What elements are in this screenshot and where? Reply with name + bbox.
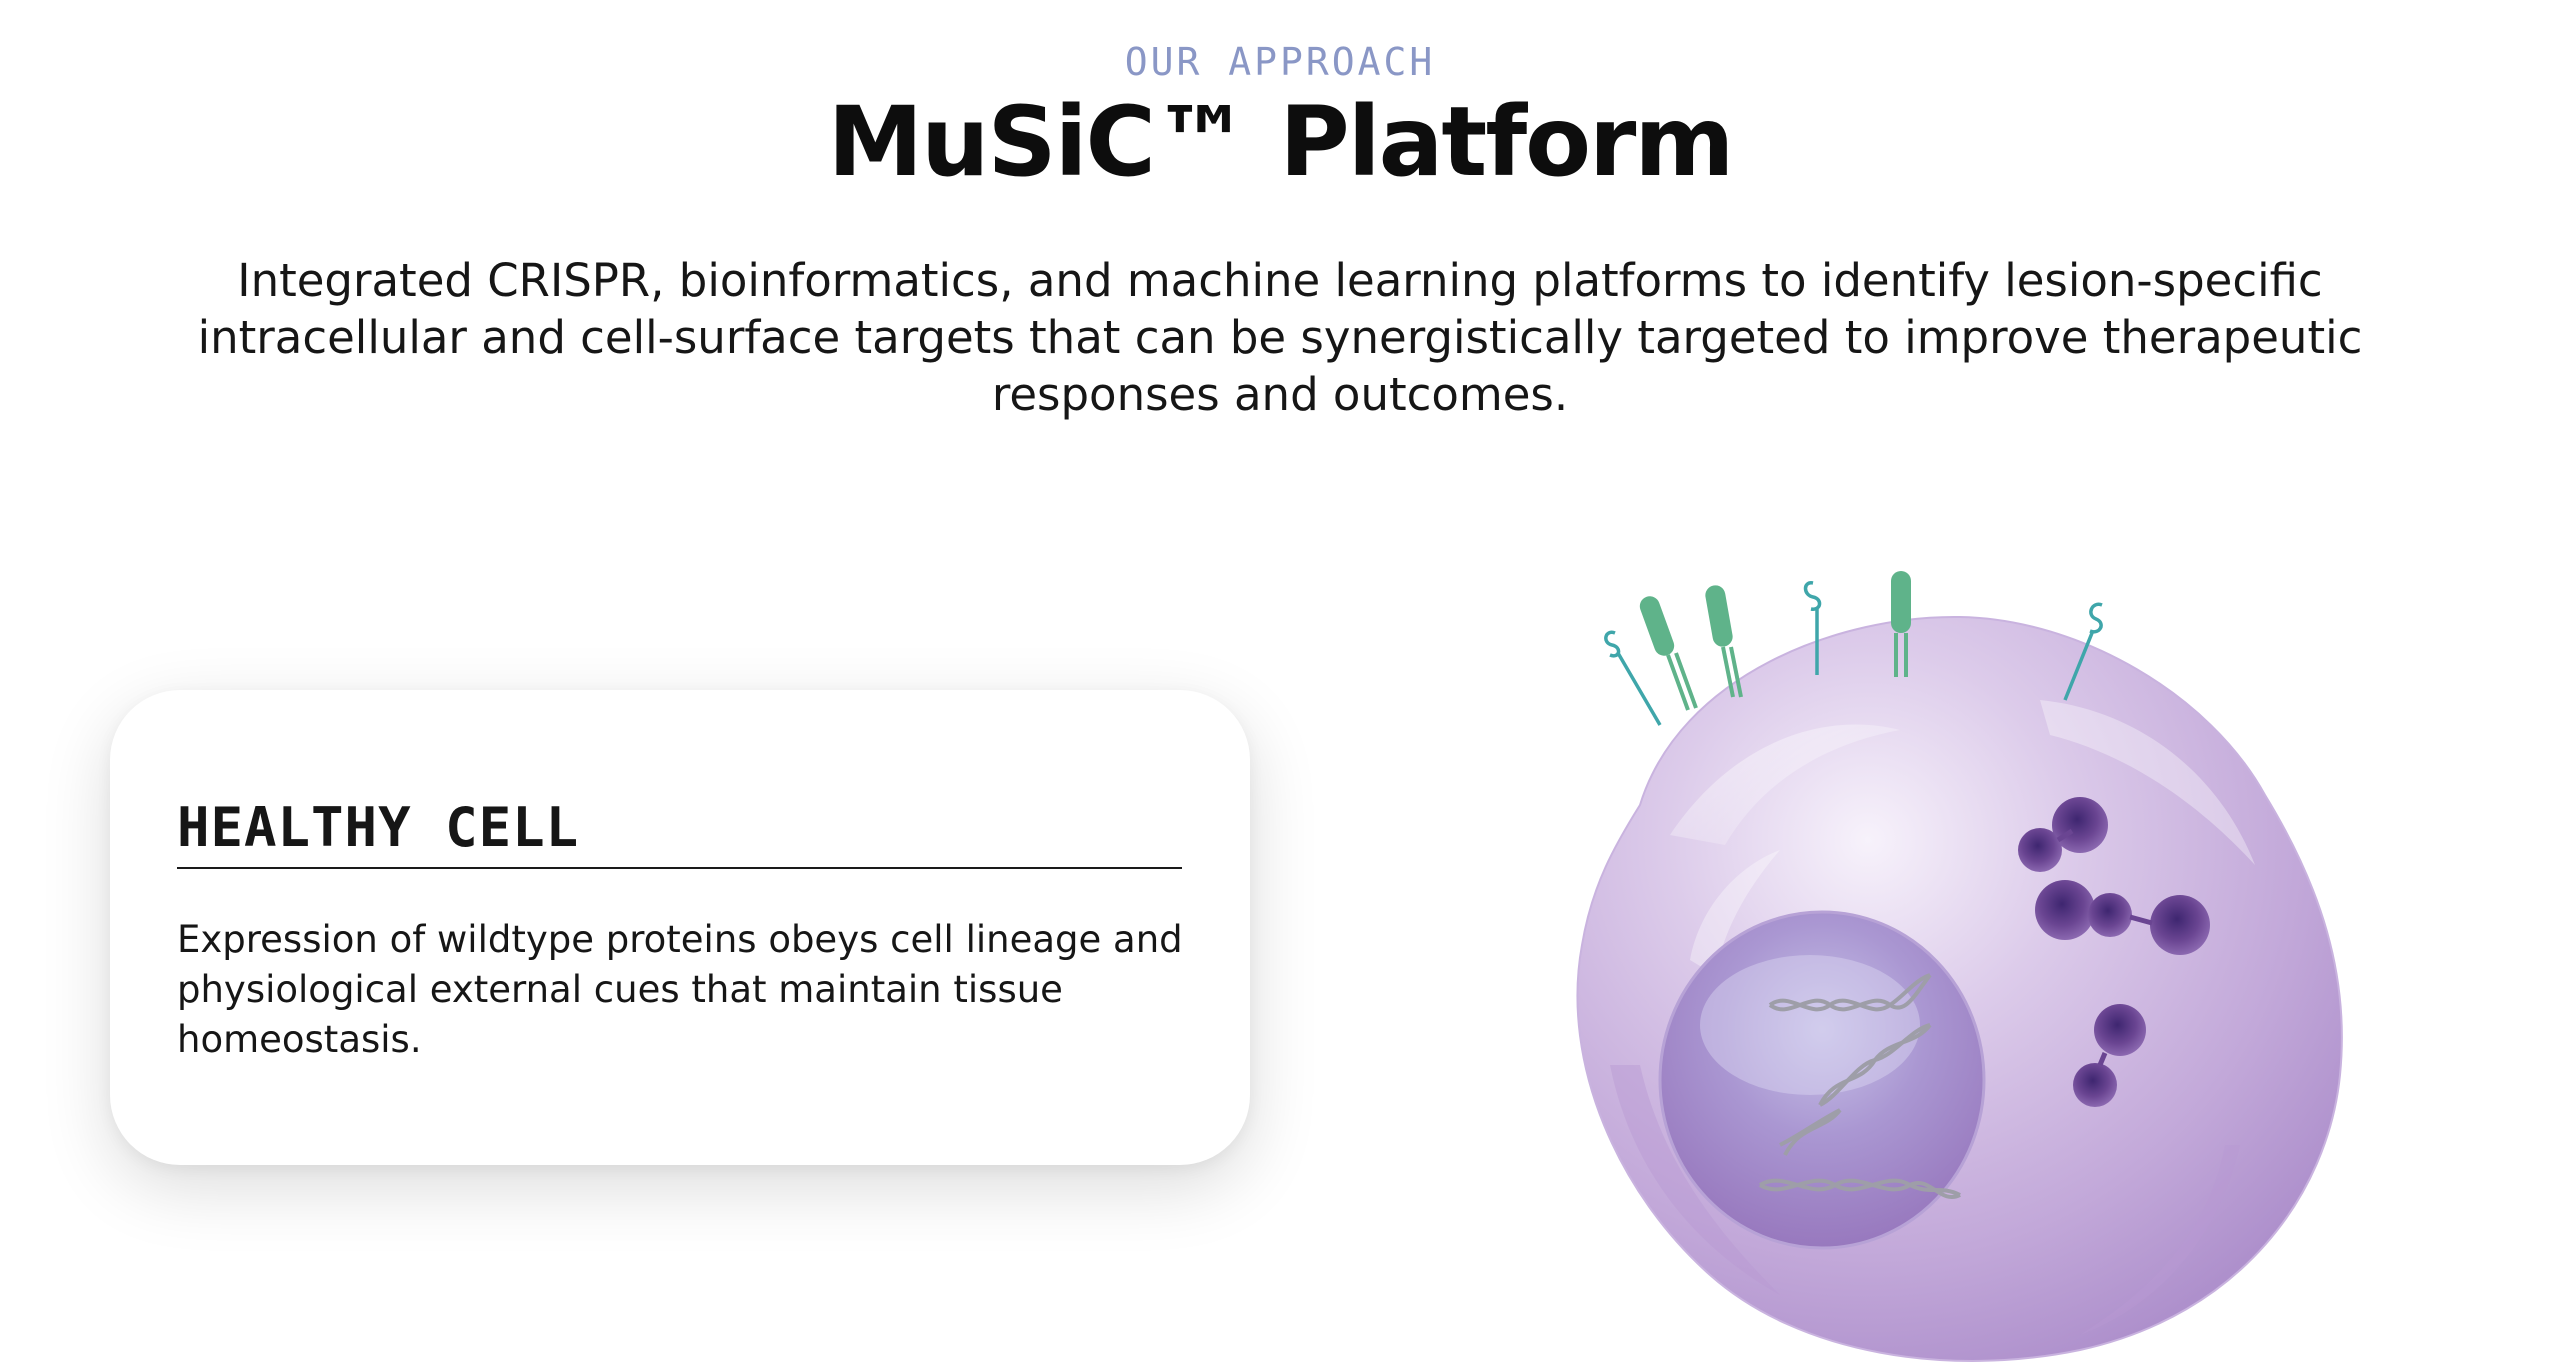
section-eyebrow: OUR APPROACH xyxy=(1124,40,1436,84)
dna-strand xyxy=(1758,973,1961,1199)
surface-antibody xyxy=(1604,581,2103,726)
cell-svg xyxy=(1576,571,2343,1362)
intro-text: Integrated CRISPR, bioinformatics, and m… xyxy=(197,254,2363,421)
membrane-fold xyxy=(1690,850,1780,975)
nucleus-highlight xyxy=(1700,955,1920,1095)
protein-cluster xyxy=(2018,797,2210,1107)
cell-illustration xyxy=(1520,505,2370,1372)
membrane-fold xyxy=(2080,1145,2240,1335)
card-body: Expression of wildtype proteins obeys ce… xyxy=(177,918,1183,1061)
page-title: MuSiC™ Platform xyxy=(827,86,1735,198)
membrane-fold xyxy=(1610,1065,1780,1295)
membrane-fold xyxy=(2040,700,2255,865)
healthy-cell-card: HEALTHY CELL Expression of wildtype prot… xyxy=(110,690,1250,1165)
surface-receptor xyxy=(1639,571,1911,711)
card-title: HEALTHY CELL xyxy=(177,795,1182,869)
membrane-fold xyxy=(1670,724,1900,845)
